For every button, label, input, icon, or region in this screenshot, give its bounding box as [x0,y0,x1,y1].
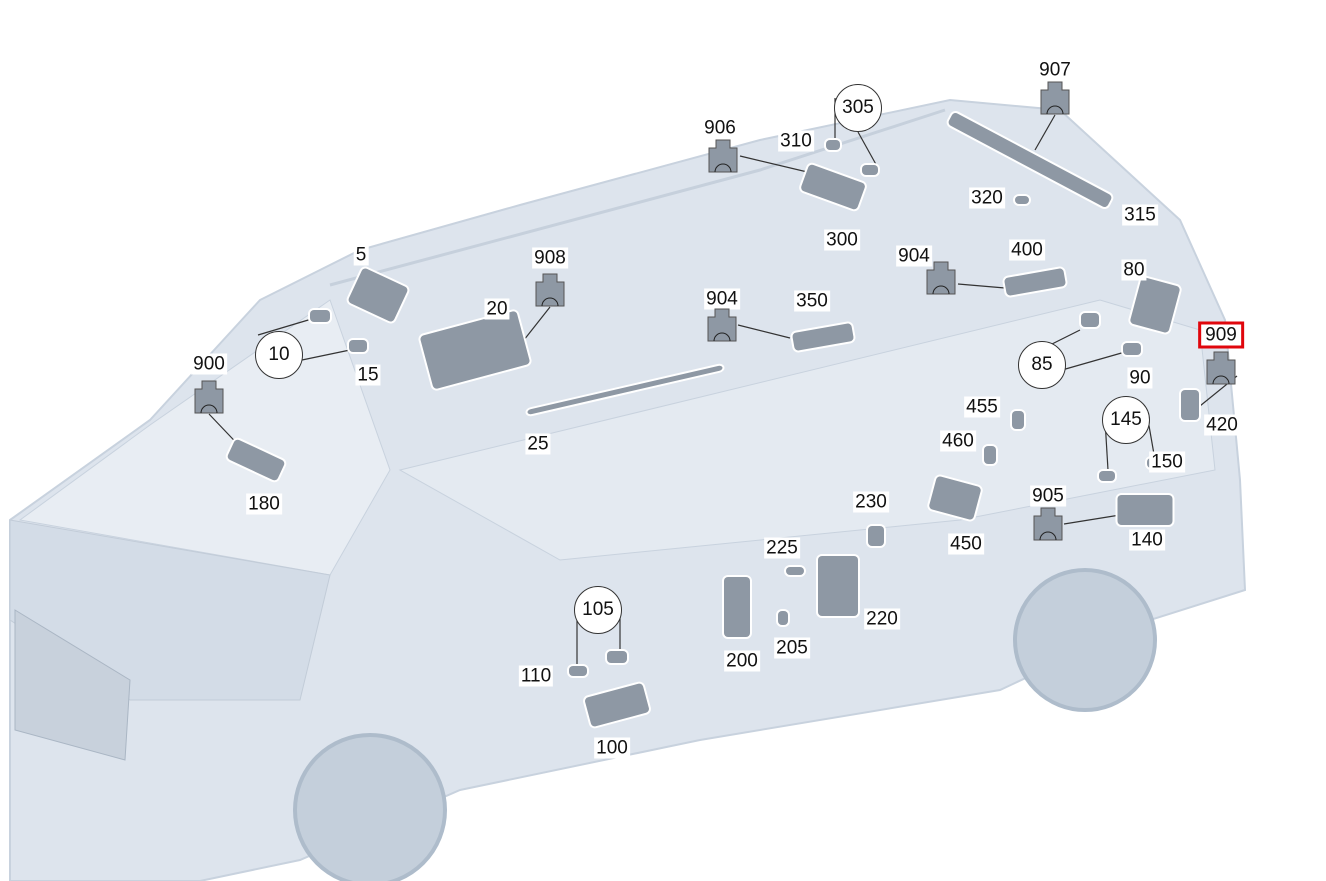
side-windows [398,299,1216,561]
part-number-label[interactable]: 909 [1198,321,1244,349]
connector-icon [708,139,738,173]
part-number-label[interactable]: 400 [1009,239,1045,261]
front-wheel [293,733,447,881]
part-number-label[interactable]: 25 [525,433,551,455]
part-number-label[interactable]: 100 [594,737,630,759]
part-number-label[interactable]: 420 [1204,414,1240,436]
rear-wheel [1013,568,1157,712]
part-number-label[interactable]: 225 [764,537,800,559]
part-number-label[interactable]: 205 [774,637,810,659]
part-number-label[interactable]: 230 [853,491,889,513]
part-number-label[interactable]: 904 [896,245,932,267]
part-number-label[interactable]: 905 [1030,485,1066,507]
part-number-label[interactable]: 90 [1127,367,1153,389]
part-group-callout[interactable]: 305 [834,84,882,132]
part-group-callout[interactable]: 10 [255,331,303,379]
connector-icon [1033,507,1063,541]
hood [9,519,331,701]
part-number-label[interactable]: 140 [1129,529,1165,551]
part-number-label[interactable]: 900 [191,353,227,375]
part-number-label[interactable]: 180 [246,493,282,515]
part-group-callout[interactable]: 105 [574,586,622,634]
grille [14,609,131,761]
connector-icon [926,261,956,295]
connector-icon [194,380,224,414]
part-number-label[interactable]: 320 [969,187,1005,209]
connector-icon [1206,351,1236,385]
connector-icon [1040,81,1070,115]
connector-icon [707,308,737,342]
part-number-label[interactable]: 20 [484,298,510,320]
part-number-label[interactable]: 350 [794,290,830,312]
part-number-label[interactable]: 450 [948,533,984,555]
part-number-label[interactable]: 80 [1121,259,1147,281]
part-number-label[interactable]: 300 [824,229,860,251]
part-number-label[interactable]: 15 [355,364,381,386]
part-number-label[interactable]: 5 [353,244,369,266]
part-number-label[interactable]: 220 [864,608,900,630]
part-number-label[interactable]: 455 [964,396,1000,418]
part-group-callout[interactable]: 85 [1018,341,1066,389]
part-number-label[interactable]: 908 [532,247,568,269]
part-number-label[interactable]: 310 [778,130,814,152]
part-number-label[interactable]: 907 [1037,59,1073,81]
part-number-label[interactable]: 315 [1122,204,1158,226]
part-number-label[interactable]: 200 [724,650,760,672]
part-number-label[interactable]: 904 [704,288,740,310]
part-number-label[interactable]: 150 [1149,451,1185,473]
part-number-label[interactable]: 906 [702,117,738,139]
part-number-label[interactable]: 110 [518,665,554,687]
part-number-label[interactable]: 460 [940,430,976,452]
part-group-callout[interactable]: 145 [1102,396,1150,444]
connector-icon [535,273,565,307]
